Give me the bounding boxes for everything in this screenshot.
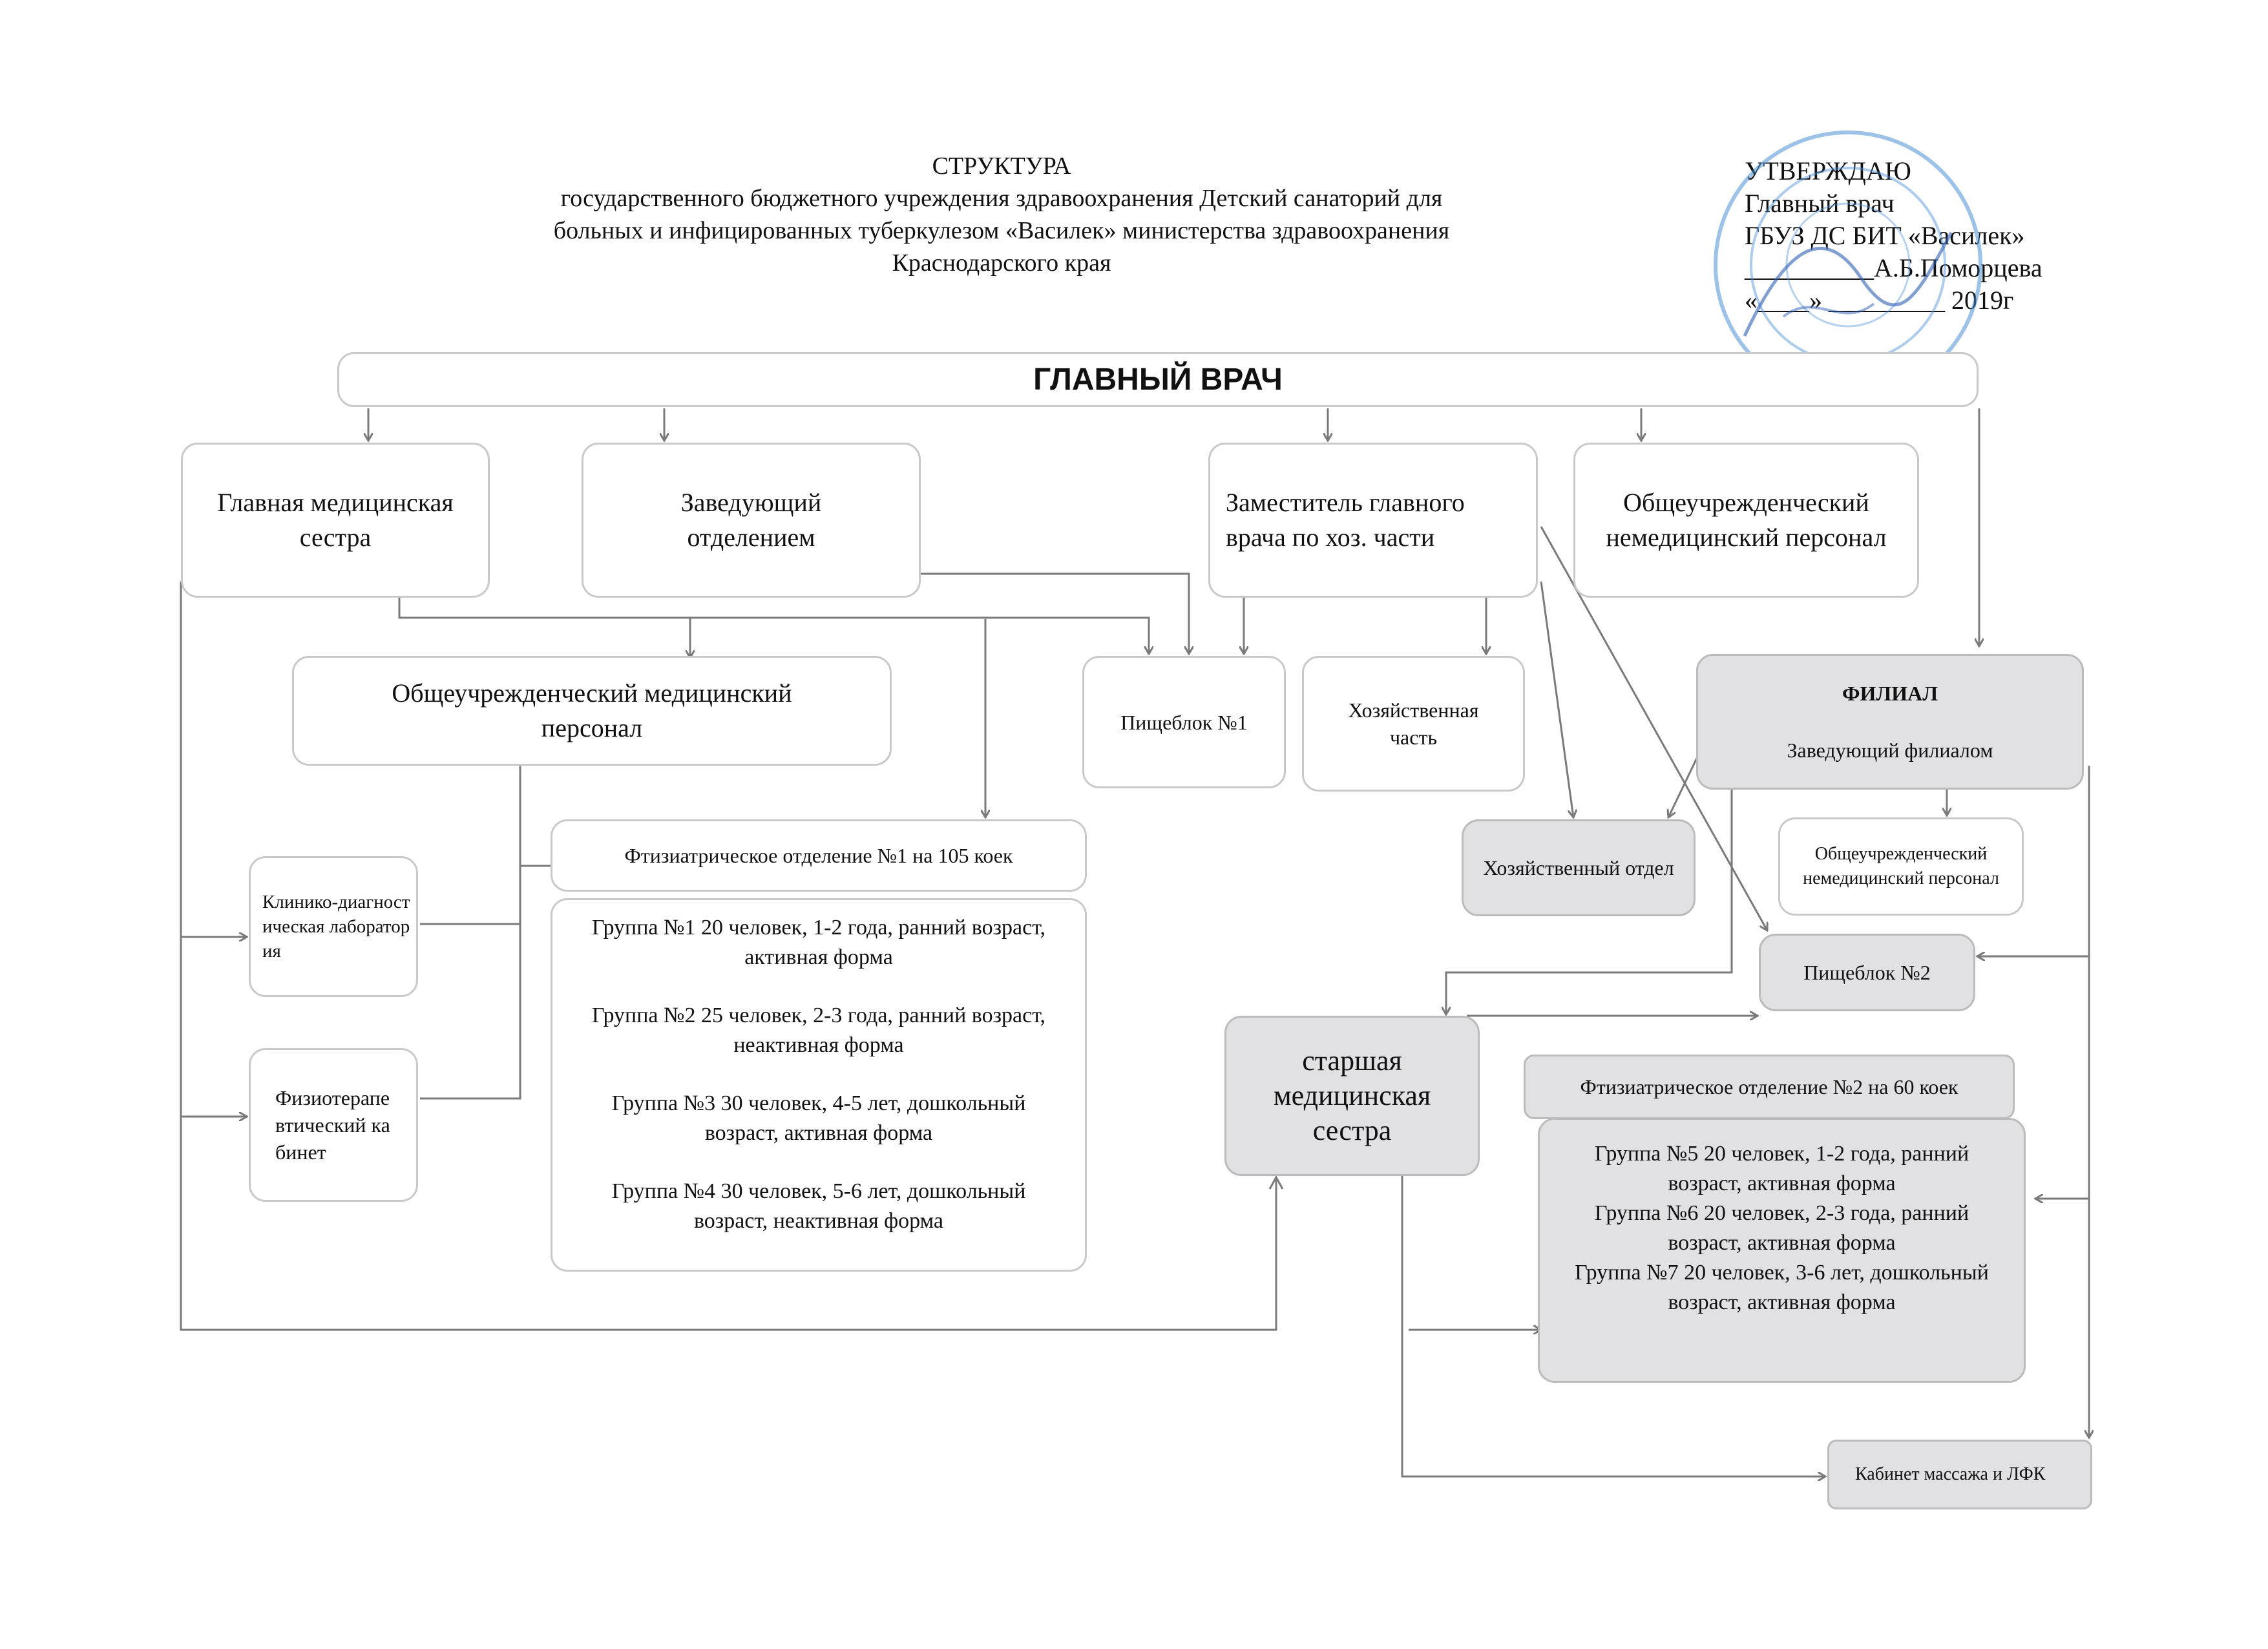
senior-nurse-box: старшая медицинская сестра: [1224, 1016, 1480, 1176]
lab-label: Клинико-диагностическая лаборатория: [262, 892, 410, 961]
title-line-2: больных и инфицированных туберкулезом «В…: [553, 217, 1450, 244]
massage-box: Кабинет массажа и ЛФК: [1827, 1440, 2092, 1509]
dept2-group-1: Группа №5 20 человек, 1-2 года, ранний в…: [1594, 1142, 1969, 1195]
medical-staff-label: Общеучрежденческий медицинский персонал: [392, 678, 792, 742]
household-dept-box: Хозяйственный отдел: [1462, 819, 1696, 916]
catering-2-label: Пищеблок №2: [1803, 961, 1931, 984]
non-medical-staff-box: Общеучрежденческий немедицинский персона…: [1573, 443, 1919, 598]
dept1-group-1: Группа №1 20 человек, 1-2 года, ранний в…: [591, 916, 1046, 969]
title-line-3: Краснодарского края: [892, 249, 1111, 277]
household-dept-label: Хозяйственный отдел: [1483, 856, 1674, 879]
branch-non-medical-box: Общеучрежденческий немедицинский персона…: [1778, 817, 2024, 916]
physio-box: Физиотерапевтический кабинет: [249, 1048, 418, 1202]
chief-doctor-label: ГЛАВНЫЙ ВРАЧ: [1033, 362, 1283, 397]
title-heading: СТРУКТУРА: [932, 152, 1071, 180]
head-nurse-box: Главная медицинская сестра: [181, 443, 490, 598]
dept2-title-box: Фтизиатрическое отделение №2 на 60 коек: [1524, 1055, 2015, 1119]
dept2-group-2: Группа №6 20 человек, 2-3 года, ранний в…: [1594, 1201, 1969, 1255]
branch-title: ФИЛИАЛ: [1842, 682, 1938, 705]
dept1-group-3: Группа №3 30 человек, 4-5 лет, дошкольны…: [611, 1091, 1026, 1145]
dept1-group-4: Группа №4 30 человек, 5-6 лет, дошкольны…: [611, 1179, 1026, 1233]
dept1-group-2: Группа №2 25 человек, 2-3 года, ранний в…: [591, 1003, 1046, 1057]
dept1-title-box: Фтизиатрическое отделение №1 на 105 коек: [551, 819, 1087, 892]
deputy-label: Заместитель главного врача по хоз. части: [1226, 488, 1465, 552]
household-label: Хозяйственная часть: [1348, 698, 1479, 749]
deputy-box: Заместитель главного врача по хоз. части: [1208, 443, 1538, 598]
dept1-title: Фтизиатрическое отделение №1 на 105 коек: [624, 844, 1013, 867]
head-of-department-label: Заведующий отделением: [680, 488, 822, 552]
dept2-title: Фтизиатрическое отделение №2 на 60 коек: [1580, 1075, 1958, 1098]
physio-label: Физиотерапевтический кабинет: [275, 1086, 390, 1164]
document-title: СТРУКТУРА государственного бюджетного уч…: [452, 150, 1551, 279]
lab-box: Клинико-диагностическая лаборатория: [249, 856, 418, 997]
branch-head-label: Заведующий филиалом: [1787, 739, 1993, 762]
head-of-department-box: Заведующий отделением: [582, 443, 921, 598]
dept2-groups-box: Группа №5 20 человек, 1-2 года, ранний в…: [1538, 1118, 2026, 1383]
branch-box: ФИЛИАЛ Заведующий филиалом: [1696, 654, 2084, 790]
massage-label: Кабинет массажа и ЛФК: [1855, 1464, 2046, 1484]
dept2-group-3: Группа №7 20 человек, 3-6 лет, дошкольны…: [1575, 1261, 1989, 1314]
non-medical-staff-label: Общеучрежденческий немедицинский персона…: [1606, 488, 1887, 552]
head-nurse-label: Главная медицинская сестра: [217, 488, 454, 552]
medical-staff-box: Общеучрежденческий медицинский персонал: [292, 656, 892, 766]
chief-doctor-box: ГЛАВНЫЙ ВРАЧ: [337, 352, 1979, 407]
catering-2-box: Пищеблок №2: [1759, 934, 1975, 1011]
title-line-1: государственного бюджетного учреждения з…: [560, 185, 1443, 212]
household-box: Хозяйственная часть: [1302, 656, 1525, 792]
catering-1-label: Пищеблок №1: [1120, 710, 1248, 734]
branch-non-medical-label: Общеучрежденческий немедицинский персона…: [1803, 844, 1999, 888]
dept1-groups-box: Группа №1 20 человек, 1-2 года, ранний в…: [551, 898, 1087, 1272]
catering-1-box: Пищеблок №1: [1082, 656, 1286, 788]
senior-nurse-label: старшая медицинская сестра: [1273, 1045, 1431, 1146]
